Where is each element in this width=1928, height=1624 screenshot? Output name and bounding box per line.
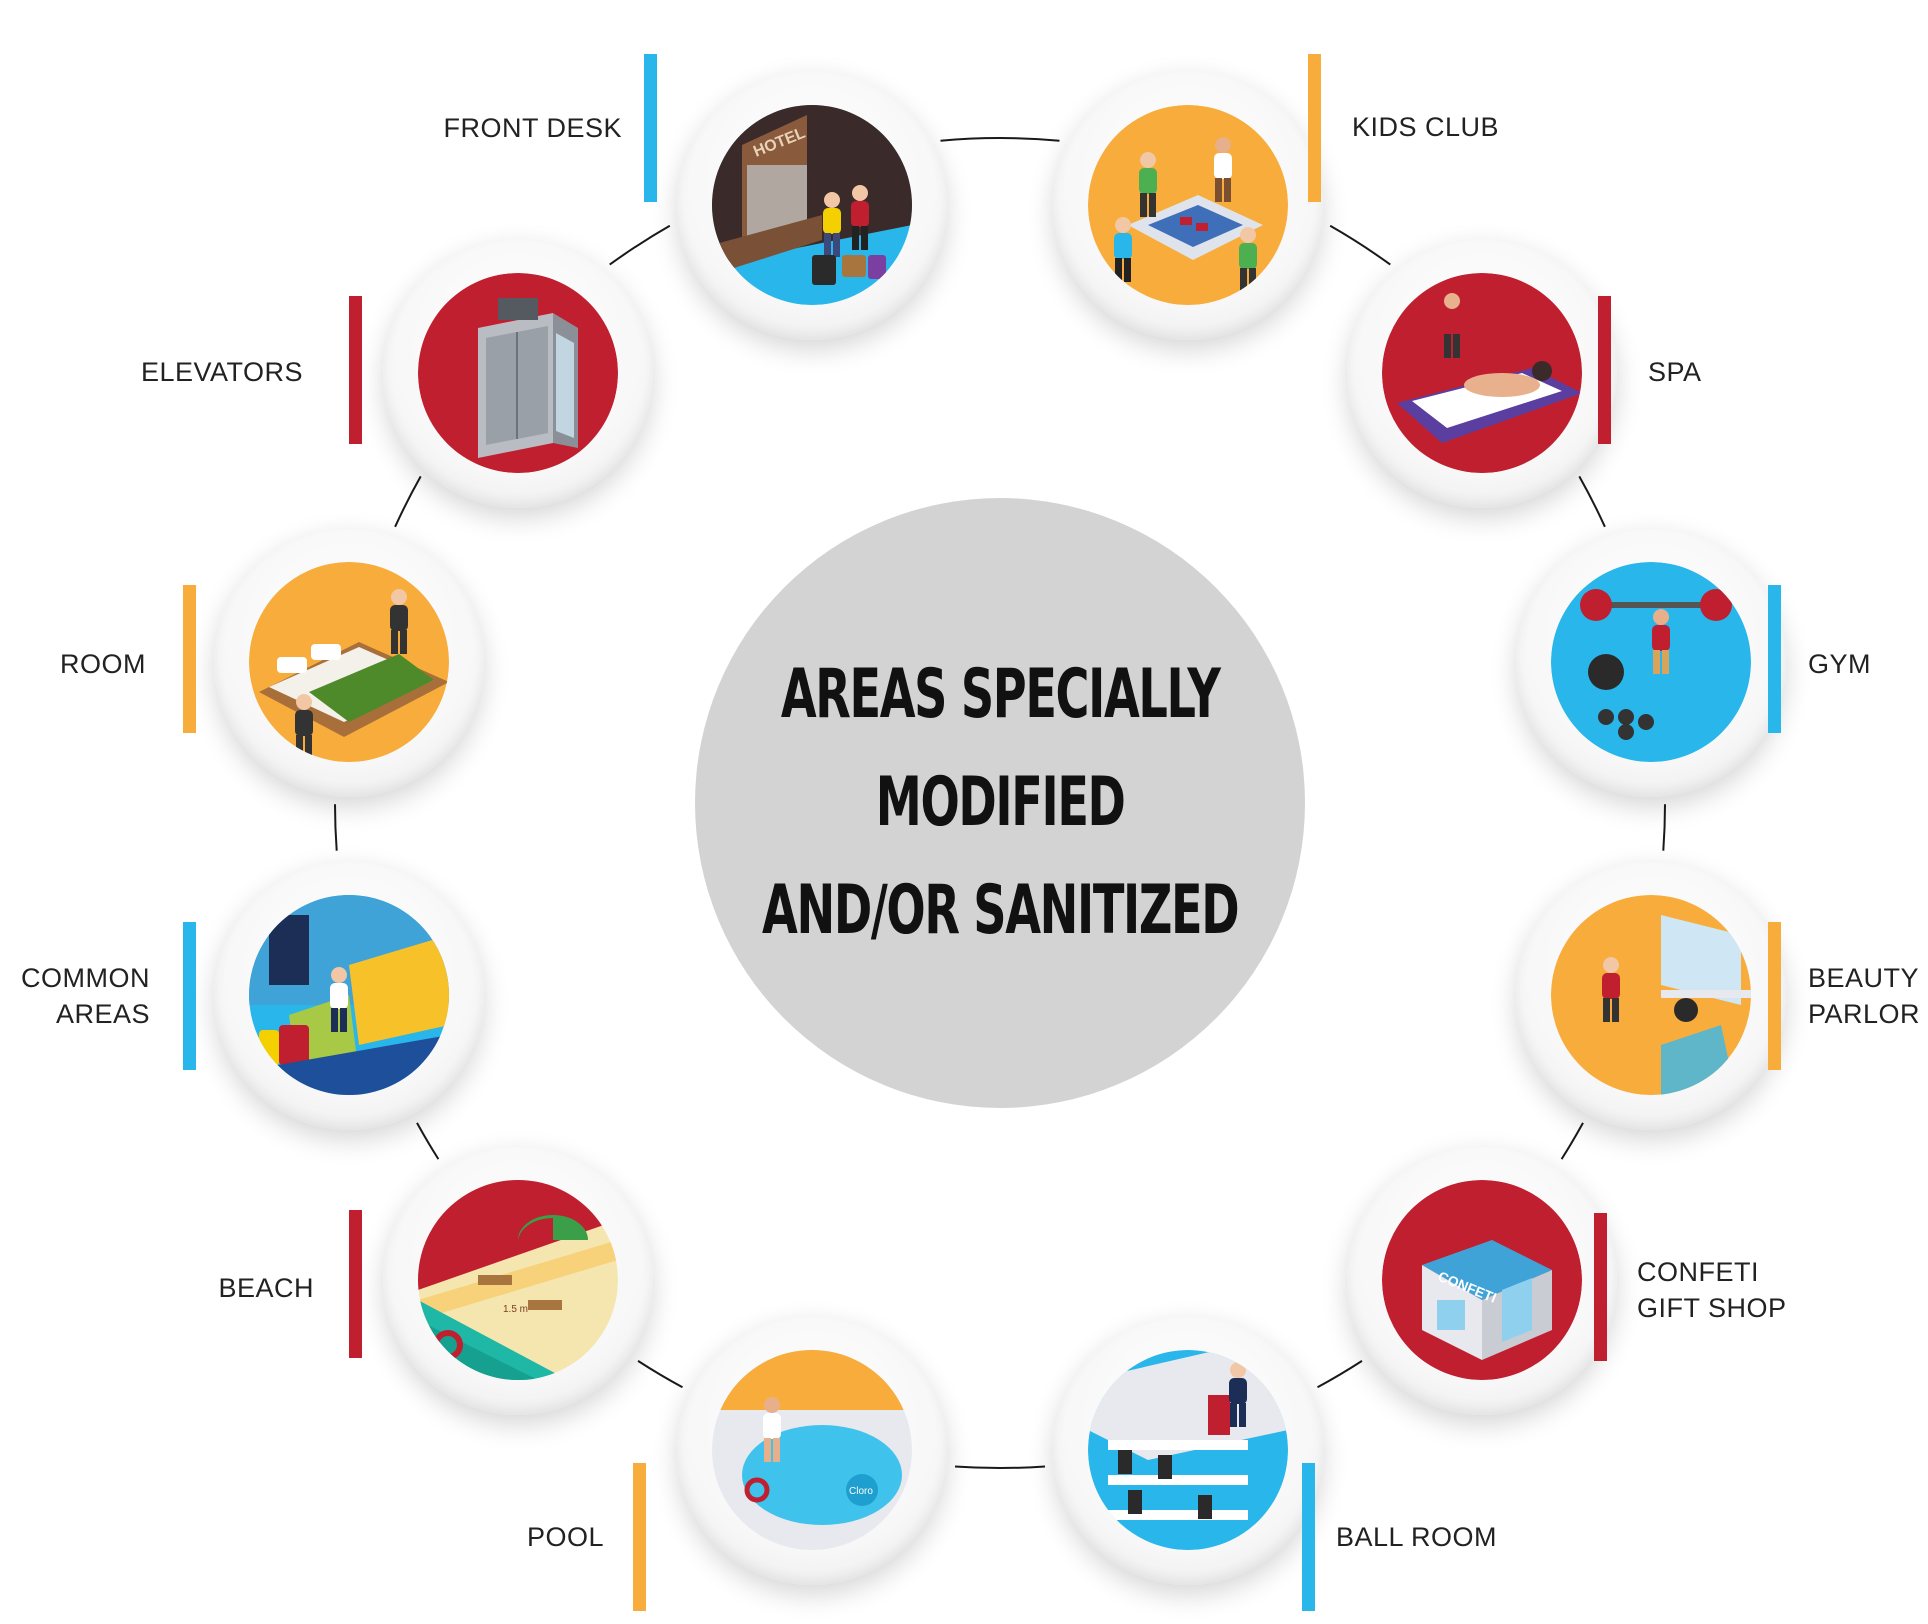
accent-bar-kids-club	[1308, 54, 1321, 202]
area-node-common-areas	[214, 860, 484, 1130]
accent-bar-spa	[1598, 296, 1611, 444]
area-label-line: PARLOR	[1808, 999, 1921, 1029]
area-label-front-desk: FRONT DESK	[443, 110, 622, 146]
area-node-front-desk: HOTEL	[677, 70, 947, 340]
ring-connector	[1329, 224, 1391, 266]
area-label-elevators: ELEVATORS	[141, 354, 303, 390]
area-node-pool: Cloro	[677, 1315, 947, 1585]
area-label-kids-club: KIDS CLUB	[1352, 109, 1499, 145]
area-label-gift-shop: CONFETI GIFT SHOP	[1637, 1254, 1787, 1326]
area-node-gift-shop: CONFETI	[1347, 1145, 1617, 1415]
area-label-pool: POOL	[527, 1519, 604, 1555]
area-label-ball-room: BALL ROOM	[1336, 1519, 1497, 1555]
elevator-illustration	[418, 273, 618, 473]
title-line-3: AND/OR SANITIZED	[761, 871, 1240, 950]
center-title: AREAS SPECIALLY MODIFIED AND/OR SANITIZE…	[761, 641, 1240, 965]
ring-connector	[1560, 1122, 1584, 1160]
area-label-line: CONFETI	[1637, 1257, 1759, 1287]
accent-bar-gym	[1768, 585, 1781, 733]
svg-text:1.5 m: 1.5 m	[503, 1304, 528, 1315]
ring-connector	[637, 1360, 683, 1389]
area-label-line: ELEVATORS	[140, 357, 303, 387]
accent-bar-gift-shop	[1594, 1213, 1607, 1361]
area-node-gym	[1516, 527, 1786, 797]
gift-shop-illustration: CONFETI	[1382, 1180, 1582, 1380]
area-label-line: FRONT DESK	[443, 113, 622, 143]
beach-illustration: 1.5 m	[418, 1180, 618, 1380]
area-label-gym: GYM	[1808, 646, 1871, 682]
area-node-room	[214, 527, 484, 797]
ring-connector	[1578, 475, 1606, 528]
gym-illustration	[1551, 562, 1751, 762]
kids-club-illustration	[1088, 105, 1288, 305]
ring-connector	[334, 804, 338, 851]
pool-illustration: Cloro	[712, 1350, 912, 1550]
title-line-2: MODIFIED	[875, 763, 1126, 842]
area-label-room: ROOM	[60, 646, 146, 682]
accent-bar-elevators	[349, 296, 362, 444]
area-node-kids-club	[1053, 70, 1323, 340]
center-circle: AREAS SPECIALLY MODIFIED AND/OR SANITIZE…	[695, 498, 1305, 1108]
ring-connector	[940, 137, 1060, 142]
common-areas-illustration	[249, 895, 449, 1095]
area-label-line: BEAUTY	[1808, 963, 1920, 993]
area-label-line: AREAS	[55, 999, 150, 1029]
area-label-line: BALL ROOM	[1336, 1522, 1498, 1552]
area-label-spa: SPA	[1648, 354, 1702, 390]
accent-bar-common-areas	[183, 922, 196, 1070]
area-node-beauty-parlor	[1516, 860, 1786, 1130]
area-label-beauty-parlor: BEAUTY PARLOR	[1808, 960, 1920, 1032]
accent-bar-ball-room	[1302, 1463, 1315, 1611]
area-label-line: KIDS CLUB	[1352, 112, 1500, 142]
ball-room-illustration	[1088, 1350, 1288, 1550]
area-node-ball-room	[1053, 1315, 1323, 1585]
area-label-line: SPA	[1648, 357, 1702, 387]
area-node-spa	[1347, 238, 1617, 508]
room-illustration	[249, 562, 449, 762]
accent-bar-room	[183, 585, 196, 733]
area-label-common-areas: COMMON AREAS	[21, 960, 150, 1032]
area-label-line: GYM	[1808, 649, 1872, 679]
accent-bar-front-desk	[644, 54, 657, 202]
ring-connector	[394, 475, 422, 528]
ring-connector	[954, 1465, 1046, 1469]
area-label-line: BEACH	[218, 1273, 314, 1303]
title-line-1: AREAS SPECIALLY	[780, 655, 1221, 734]
accent-bar-beauty-parlor	[1768, 922, 1781, 1070]
area-node-beach: 1.5 m	[383, 1145, 653, 1415]
accent-bar-beach	[349, 1210, 362, 1358]
ring-connector	[1662, 804, 1666, 851]
beauty-parlor-illustration	[1551, 895, 1751, 1095]
front-desk-illustration: HOTEL	[712, 105, 912, 305]
svg-text:Cloro: Cloro	[849, 1486, 873, 1497]
spa-illustration	[1382, 273, 1582, 473]
area-label-line: ROOM	[60, 649, 146, 679]
ring-connector	[1317, 1360, 1363, 1389]
area-label-beach: BEACH	[218, 1270, 314, 1306]
accent-bar-pool	[633, 1463, 646, 1611]
area-label-line: COMMON	[21, 963, 150, 993]
area-node-elevators	[383, 238, 653, 508]
ring-connector	[609, 224, 671, 266]
area-label-line: POOL	[526, 1522, 604, 1552]
ring-connector	[416, 1122, 440, 1160]
area-label-line: GIFT SHOP	[1637, 1293, 1787, 1323]
